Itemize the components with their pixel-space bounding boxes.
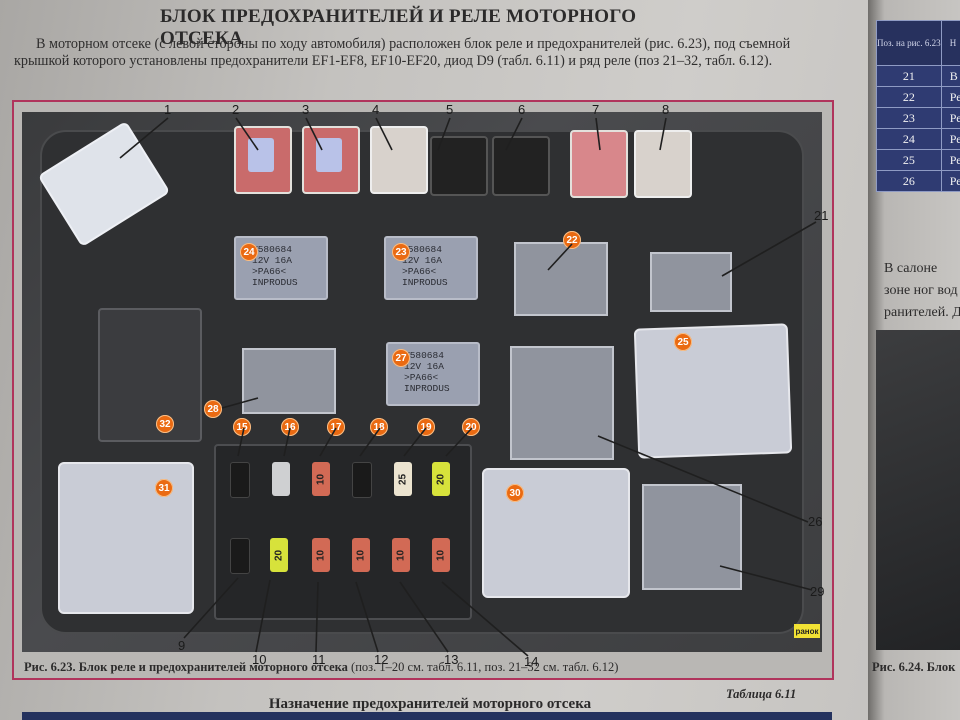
callout-14: 14 xyxy=(524,654,539,669)
socket-26 xyxy=(510,346,614,460)
marker-19: 19 xyxy=(417,418,435,436)
row-num: 22 xyxy=(876,86,942,108)
marker-30: 30 xyxy=(506,484,524,502)
fuse-8 xyxy=(634,130,692,198)
right-text-line: зоне ног вод xyxy=(884,283,958,298)
row-text: Рел xyxy=(940,128,960,150)
marker-23: 23 xyxy=(392,243,410,261)
relay-25 xyxy=(633,323,793,459)
row-num: 25 xyxy=(876,149,942,171)
fuse-12: 10 xyxy=(352,538,370,572)
row-text: В а xyxy=(940,65,960,87)
socket-28 xyxy=(242,348,336,414)
fuse-6 xyxy=(492,136,550,196)
left-page: БЛОК ПРЕДОХРАНИТЕЛЕЙ И РЕЛЕ МОТОРНОГО ОТ… xyxy=(0,0,868,720)
table-row: 22Рел xyxy=(876,86,960,108)
table-row: 23Рел xyxy=(876,107,960,129)
fuse-20: 20 xyxy=(432,462,450,496)
header-cell-name: Н xyxy=(940,20,960,66)
marker-31: 31 xyxy=(155,479,173,497)
callout-29: 29 xyxy=(810,584,825,599)
publisher-logo: ранок xyxy=(794,624,820,638)
callout-7: 7 xyxy=(592,102,600,117)
table-row: 25Рел xyxy=(876,149,960,171)
socket-21 xyxy=(650,252,732,312)
row-text: Рел xyxy=(940,107,960,129)
table-header-strip xyxy=(22,712,832,720)
row-num: 24 xyxy=(876,128,942,150)
callout-11: 11 xyxy=(312,652,326,667)
marker-28: 28 xyxy=(204,400,222,418)
fuse-7 xyxy=(570,130,628,198)
table-row: 21В а xyxy=(876,65,960,87)
right-page-text: В салоне зоне ног вод ранителей. Д xyxy=(884,258,960,324)
header-cell-position: Поз. на рис. 6.23 xyxy=(876,20,942,66)
fuse-17: 10 xyxy=(312,462,330,496)
marker-22: 22 xyxy=(563,231,581,249)
marker-20: 20 xyxy=(462,418,480,436)
table-row: 24Рел xyxy=(876,128,960,150)
page-heading: БЛОК ПРЕДОХРАНИТЕЛЕЙ И РЕЛЕ МОТОРНОГО ОТ… xyxy=(160,6,637,49)
callout-4: 4 xyxy=(372,102,380,117)
table-header-row: Поз. на рис. 6.23 Н xyxy=(876,20,960,66)
fuse-9 xyxy=(230,538,250,574)
marker-16: 16 xyxy=(281,418,299,436)
row-num: 26 xyxy=(876,170,942,192)
fuse-16 xyxy=(272,462,290,496)
marker-25: 25 xyxy=(674,333,692,351)
callout-2: 2 xyxy=(232,102,240,117)
callout-12: 12 xyxy=(374,652,389,667)
marker-18: 18 xyxy=(370,418,388,436)
fuse-10: 20 xyxy=(270,538,288,572)
socket-29 xyxy=(642,484,742,590)
fuse-box-photo: Ж580684 12V 16A >PA66< INPRODUS Ж580684 … xyxy=(22,112,822,652)
table-number: Таблица 6.11 xyxy=(726,687,797,701)
table-row: 26Рел xyxy=(876,170,960,192)
row-num: 23 xyxy=(876,107,942,129)
fuse-5 xyxy=(430,136,488,196)
fuse-11: 10 xyxy=(312,538,330,572)
figure-caption: Рис. 6.23. Блок реле и предохранителей м… xyxy=(24,660,824,675)
fuse-3 xyxy=(302,126,360,194)
caption-label: Рис. 6.23. xyxy=(24,660,76,674)
fuse-19: 25 xyxy=(394,462,412,496)
relay-32 xyxy=(98,308,202,442)
callout-5: 5 xyxy=(446,102,454,117)
marker-24: 24 xyxy=(240,243,258,261)
caption-title: Блок реле и предохранителей моторного от… xyxy=(78,660,348,674)
callout-6: 6 xyxy=(518,102,526,117)
callout-3: 3 xyxy=(302,102,310,117)
fuse-18 xyxy=(352,462,372,498)
fuse-14: 10 xyxy=(432,538,450,572)
callout-10: 10 xyxy=(252,652,267,667)
right-page-photo xyxy=(876,330,960,650)
right-text-line: ранителей. Д xyxy=(884,305,960,320)
marker-32: 32 xyxy=(156,415,174,433)
right-page-table: Поз. на рис. 6.23 Н 21В а 22Рел 23Рел 24… xyxy=(876,20,960,192)
intro-paragraph: В моторном отсеке (с левой стороны по хо… xyxy=(14,36,791,69)
callout-8: 8 xyxy=(662,102,670,117)
marker-15: 15 xyxy=(233,418,251,436)
marker-17: 17 xyxy=(327,418,345,436)
relay-30 xyxy=(482,468,630,598)
socket-22 xyxy=(514,242,608,316)
callout-1: 1 xyxy=(164,102,172,117)
callout-26: 26 xyxy=(808,514,823,529)
right-text-line: В салоне xyxy=(884,261,938,276)
caption-rest: (поз. 1–20 см. табл. 6.11, поз. 21–32 см… xyxy=(347,660,619,674)
row-text: Рел xyxy=(940,149,960,171)
table-heading: Назначение предохранителей моторного отс… xyxy=(268,696,592,712)
row-text: Рел xyxy=(940,86,960,108)
row-num: 21 xyxy=(876,65,942,87)
fuse-4 xyxy=(370,126,428,194)
row-text: Рел xyxy=(940,170,960,192)
right-page-caption: Рис. 6.24. Блок xyxy=(872,660,956,674)
relay-31 xyxy=(58,462,194,614)
fuse-15 xyxy=(230,462,250,498)
callout-9: 9 xyxy=(178,638,186,653)
fuse-2 xyxy=(234,126,292,194)
callout-21: 21 xyxy=(814,208,829,223)
marker-27: 27 xyxy=(392,349,410,367)
fuse-13: 10 xyxy=(392,538,410,572)
